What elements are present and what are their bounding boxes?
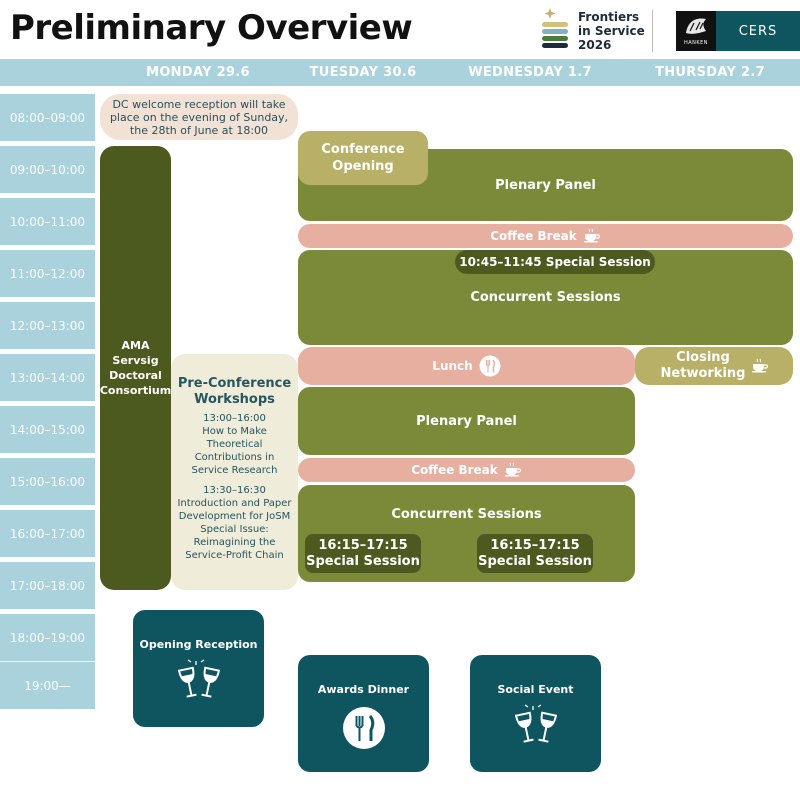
logo-divider [652,10,653,52]
wine-glasses-icon [514,704,557,743]
coffee-cup-icon [504,462,521,477]
day-header-monday: MONDAY 29.6 [146,65,250,80]
dc-welcome-note: DC welcome reception will take place on … [100,94,298,140]
special-session-time: 16:15–17:15 [318,537,408,553]
logo-line-2: in Service [578,24,645,38]
concurrent-sessions-label: Concurrent Sessions [391,507,542,522]
coffee-break-afternoon[interactable]: Coffee Break [298,458,635,482]
plenary-panel-afternoon[interactable]: Plenary Panel [298,387,635,455]
hanken-label: HANKEN [683,40,709,46]
cers-logo: CERS [716,11,800,51]
coffee-cup-icon [752,358,769,373]
time-slot: 10:00–11:00 [0,198,95,245]
consortium-line: Consortium [99,384,172,397]
wine-glasses-icon [177,659,220,698]
time-slot: 17:00–18:00 [0,562,95,609]
hanken-logo [676,11,716,51]
special-session-label: 10:45–11:45 Special Session [459,255,651,269]
conference-opening-label: Conference Opening [321,142,405,174]
awards-dinner-label: Awards Dinner [317,683,410,696]
awards-dinner[interactable]: Awards Dinner [298,655,429,772]
frontiers-logo-text: Frontiers in Service 2026 [578,10,645,52]
opening-reception[interactable]: Opening Reception [133,610,264,727]
concurrent-sessions-label: Concurrent Sessions [470,290,621,305]
time-slot: 15:00–16:00 [0,458,95,505]
coffee-break-label: Coffee Break [490,229,577,243]
workshop-2-title: Introduction and Paper Development for J… [177,498,292,561]
page-title: Preliminary Overview [10,8,413,48]
time-slot: 11:00–12:00 [0,250,95,297]
time-slot: 14:00–15:00 [0,406,95,453]
day-header-thursday: THURSDAY 2.7 [655,65,765,80]
plenary-panel-label: Plenary Panel [416,413,517,429]
special-session-label: Special Session [306,553,420,569]
plenary-panel-label: Plenary Panel [495,177,596,193]
pre-conference-workshops[interactable]: Pre-Conference Workshops 13:00–16:00 How… [171,354,298,590]
time-slot: 09:00–10:00 [0,146,95,193]
consortium-line: Servsig [112,354,159,367]
coffee-break-label: Coffee Break [411,463,498,477]
consortium-line: AMA [121,339,150,352]
workshop-1-time: 13:00–16:00 [203,413,266,424]
dc-welcome-note-text: DC welcome reception will take place on … [109,97,289,137]
workshop-2-time: 13:30–16:30 [203,485,266,496]
coffee-break-morning[interactable]: Coffee Break [298,224,793,248]
consortium-line: Doctoral [109,369,162,382]
lunch-block[interactable]: Lunch [298,347,635,385]
time-slot: 08:00–09:00 [0,94,95,141]
cutlery-icon [342,707,385,749]
concurrent-sessions-afternoon[interactable]: Concurrent Sessions [298,485,635,582]
workshop-1-title: How to Make Theoretical Contributions in… [191,426,278,476]
special-session-afternoon-a[interactable]: 16:15–17:15 Special Session [305,534,421,573]
time-slot: 13:00–14:00 [0,354,95,401]
opening-reception-label: Opening Reception [139,638,258,651]
logo-line-1: Frontiers [578,10,640,24]
frontiers-in-service-logo-icon [542,8,568,48]
ama-doctoral-consortium[interactable]: AMA Servsig Doctoral Consortium [100,146,171,590]
special-session-label: Special Session [478,553,592,569]
cutlery-icon [479,355,501,377]
special-session-time: 16:15–17:15 [490,537,580,553]
social-event-label: Social Event [497,683,574,696]
day-header-wednesday: WEDNESDAY 1.7 [468,65,592,80]
day-header-tuesday: TUESDAY 30.6 [309,65,417,80]
special-session-morning[interactable]: 10:45–11:45 Special Session [455,250,655,274]
hanken-crest-icon [686,18,706,34]
coffee-cup-icon [583,228,600,243]
logo-line-3: 2026 [578,38,612,52]
day-header-bar [0,59,800,86]
time-slot: 18:00–19:00 [0,614,95,661]
time-slot: 12:00–13:00 [0,302,95,349]
closing-networking[interactable]: Closing Networking [635,347,793,385]
conference-opening[interactable]: Conference Opening [298,131,428,185]
closing-networking-label: Closing Networking [660,350,746,381]
time-slot: 16:00–17:00 [0,510,95,557]
pre-conf-title: Pre-Conference Workshops [177,376,292,407]
social-event[interactable]: Social Event [470,655,601,772]
special-session-afternoon-b[interactable]: 16:15–17:15 Special Session [477,534,593,573]
time-slot: 19:00— [0,662,95,709]
lunch-label: Lunch [432,359,473,373]
